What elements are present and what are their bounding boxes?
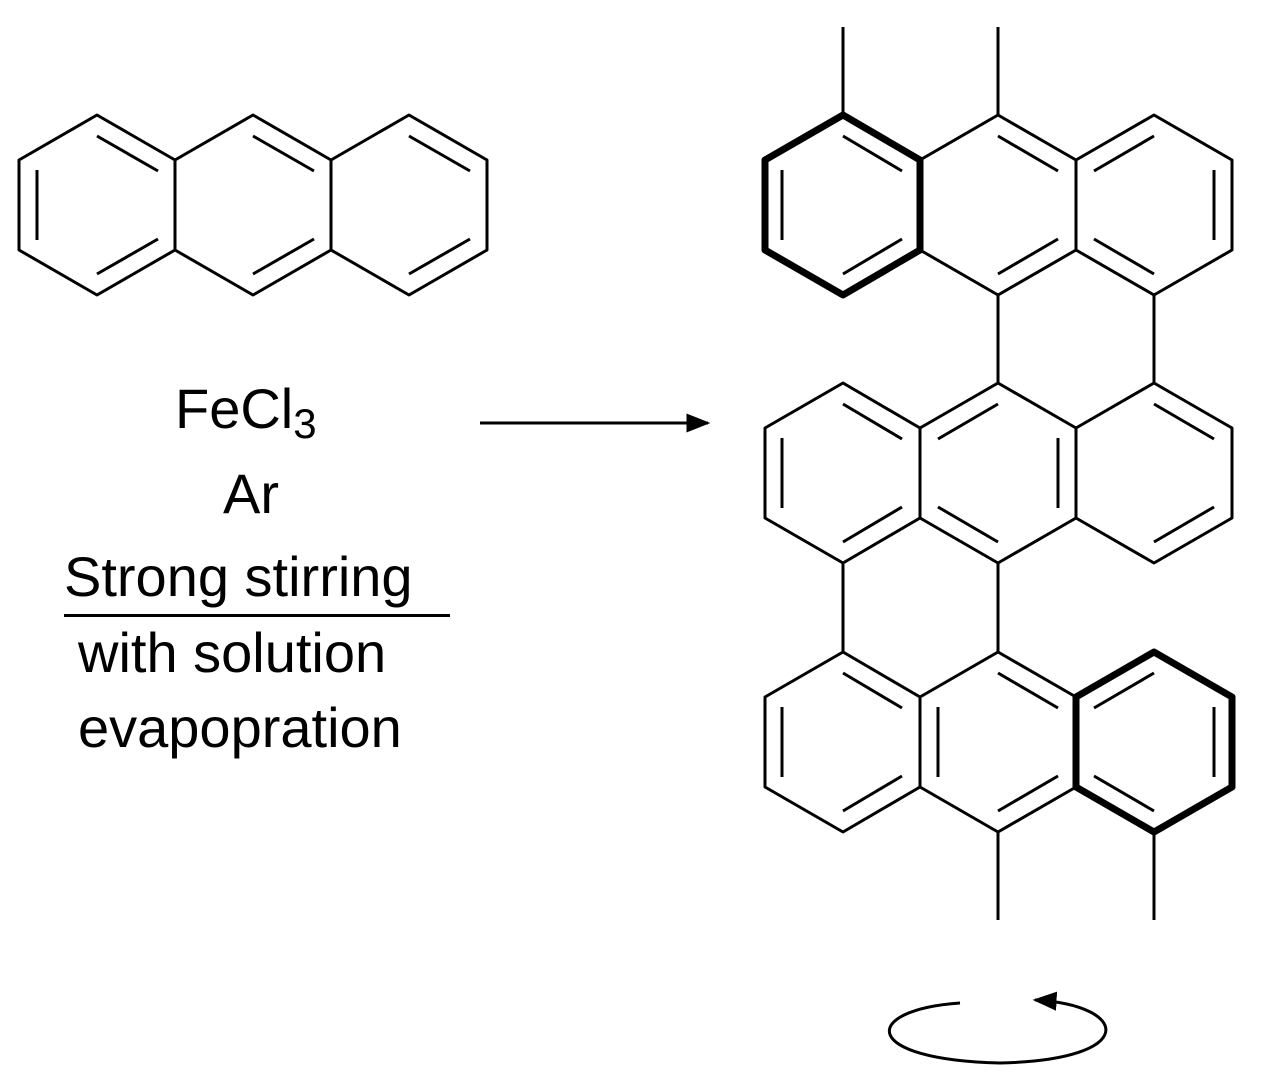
- anthracene-double-bonds: [35, 134, 471, 276]
- top-ring-middle: [918, 113, 1078, 297]
- middle-ring-left: [763, 381, 922, 565]
- product-double-bonds: [780, 134, 1216, 813]
- bottom-ring-bold: [1072, 648, 1236, 836]
- top-ring-right: [1074, 113, 1234, 297]
- reagent-subscript: 3: [293, 400, 317, 447]
- condition-line-3: evapopration: [78, 696, 402, 759]
- condition-underline: [64, 614, 450, 617]
- bottom-ring-left: [763, 650, 922, 834]
- anthracene-ring-left: [17, 113, 177, 297]
- anthracene-ring-right: [329, 113, 489, 297]
- middle-ring-center: [918, 381, 1078, 565]
- methyl-groups: [841, 27, 1156, 920]
- top-ring-bold: [761, 111, 924, 299]
- product-molecule: [761, 27, 1236, 920]
- bottom-ring-middle: [918, 650, 1078, 834]
- anthracene-ring-middle: [173, 113, 333, 297]
- condition-line-1: Strong stirring: [64, 545, 413, 608]
- linking-bonds: [841, 295, 1156, 652]
- rotation-arrow-icon: [887, 991, 1108, 1065]
- reagent-formula: FeCl: [175, 377, 294, 440]
- middle-ring-right: [1074, 381, 1234, 565]
- condition-line-2: with solution: [78, 621, 387, 684]
- atmosphere-label: Ar: [223, 462, 279, 525]
- reagent-label: FeCl3: [175, 381, 317, 445]
- anthracene-reactant: [17, 113, 489, 297]
